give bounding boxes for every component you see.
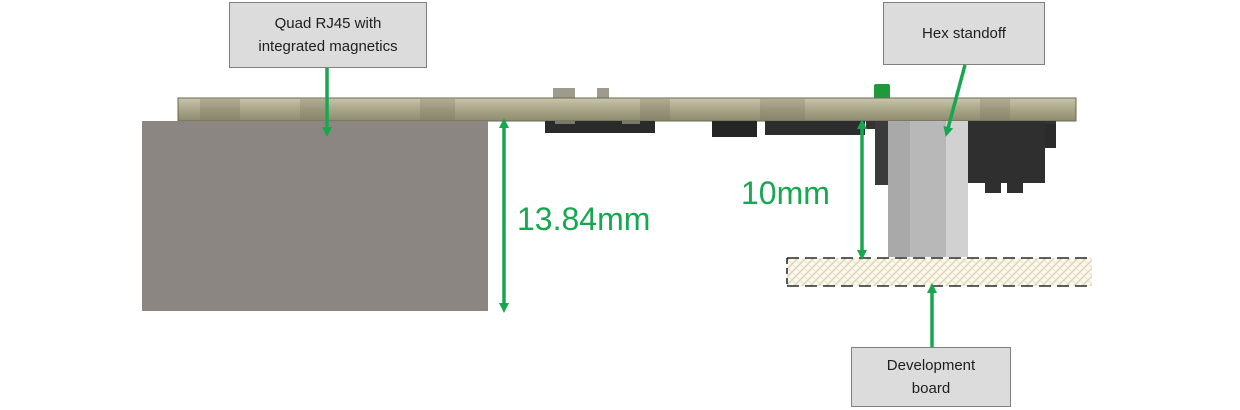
standoff-height-dimension: 10mm — [741, 175, 830, 211]
dev-callout-line1: Development — [886, 357, 976, 374]
rj45-callout-line1: Quad RJ45 with — [274, 15, 382, 32]
dev-callout-line2: board — [911, 380, 951, 397]
hex-standoff — [888, 121, 968, 257]
development-board-callout: Development board — [851, 347, 1011, 407]
rj45-connector — [142, 121, 488, 311]
top-components — [553, 84, 890, 100]
rj45-callout-line2: integrated magnetics — [258, 38, 398, 55]
hex-callout-arrow — [943, 64, 967, 137]
rj45-callout: Quad RJ45 with integrated magnetics — [229, 2, 427, 68]
hex-standoff-label: Hex standoff — [922, 25, 1006, 42]
pcb-texture — [200, 99, 1010, 120]
development-board — [787, 258, 1092, 286]
rj45-height-dimension: 13.84mm — [517, 201, 651, 237]
hex-standoff-callout: Hex standoff — [883, 2, 1045, 65]
